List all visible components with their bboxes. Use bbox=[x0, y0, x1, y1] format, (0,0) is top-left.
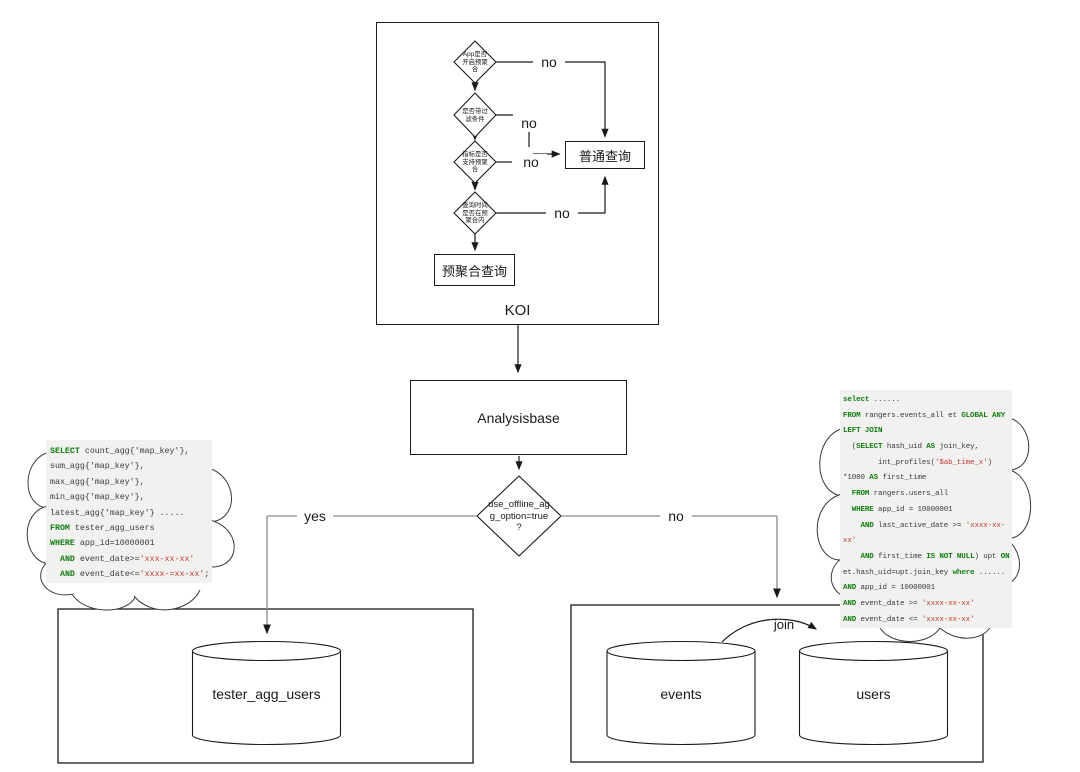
normal-query-label: 普通查询 bbox=[578, 148, 631, 164]
arrow-no-1 bbox=[496, 61, 609, 138]
koi-flow-arrows bbox=[471, 61, 609, 252]
sql-code-left: SELECT count_agg{'map_key'},sum_agg{'map… bbox=[46, 440, 212, 583]
decision-2-label: 是否带过 滤条件 bbox=[462, 107, 488, 123]
cylinder-tester-agg-users bbox=[191, 640, 342, 746]
analysisbase-box: Analysisbase bbox=[410, 380, 627, 455]
join-label: join bbox=[773, 616, 795, 632]
arrow-no-4 bbox=[496, 175, 609, 214]
koi-container-box bbox=[376, 22, 659, 325]
no-label-2: no bbox=[521, 115, 537, 131]
normal-query-box: 普通查询 bbox=[565, 141, 645, 169]
decision-diamond-3 bbox=[453, 140, 497, 184]
tester-agg-users-label: tester_agg_users bbox=[212, 686, 321, 702]
offline-agg-decision-label: use_offline_ag g_option=true ? bbox=[488, 499, 550, 534]
users-label: users bbox=[856, 686, 891, 702]
decision-3-label: 指标是否 支持预聚 合 bbox=[462, 151, 488, 174]
cylinder-users bbox=[798, 640, 949, 746]
cylinder-events bbox=[606, 640, 756, 746]
no-label-1: no bbox=[533, 54, 565, 70]
no-label-3: no bbox=[515, 154, 547, 170]
preagg-query-label: 预聚合查询 bbox=[441, 263, 507, 279]
events-label: events bbox=[660, 686, 702, 702]
yes-label: yes bbox=[297, 508, 333, 524]
sql-code-right: select ......FROM rangers.events_all et … bbox=[840, 390, 1012, 628]
preagg-query-box: 预聚合查询 bbox=[434, 254, 515, 286]
decision-1-label: App是否 开启预聚 合 bbox=[462, 51, 488, 74]
no-label-branch: no bbox=[660, 508, 692, 524]
decision-diamond-offline-agg bbox=[476, 475, 562, 557]
analysisbase-label: Analysisbase bbox=[477, 409, 560, 426]
koi-diamonds bbox=[453, 40, 497, 235]
arrow-join-events-users bbox=[721, 618, 818, 643]
decision-diamond-2 bbox=[453, 92, 497, 138]
koi-label: KOI bbox=[504, 301, 531, 319]
decision-4-label: 查询时间 是否在预 聚合内 bbox=[462, 202, 488, 225]
main-connectors bbox=[514, 325, 523, 471]
decision-diamond-4 bbox=[453, 191, 497, 235]
decision-diamond-1 bbox=[453, 40, 497, 84]
no-label-4: no bbox=[546, 205, 578, 221]
